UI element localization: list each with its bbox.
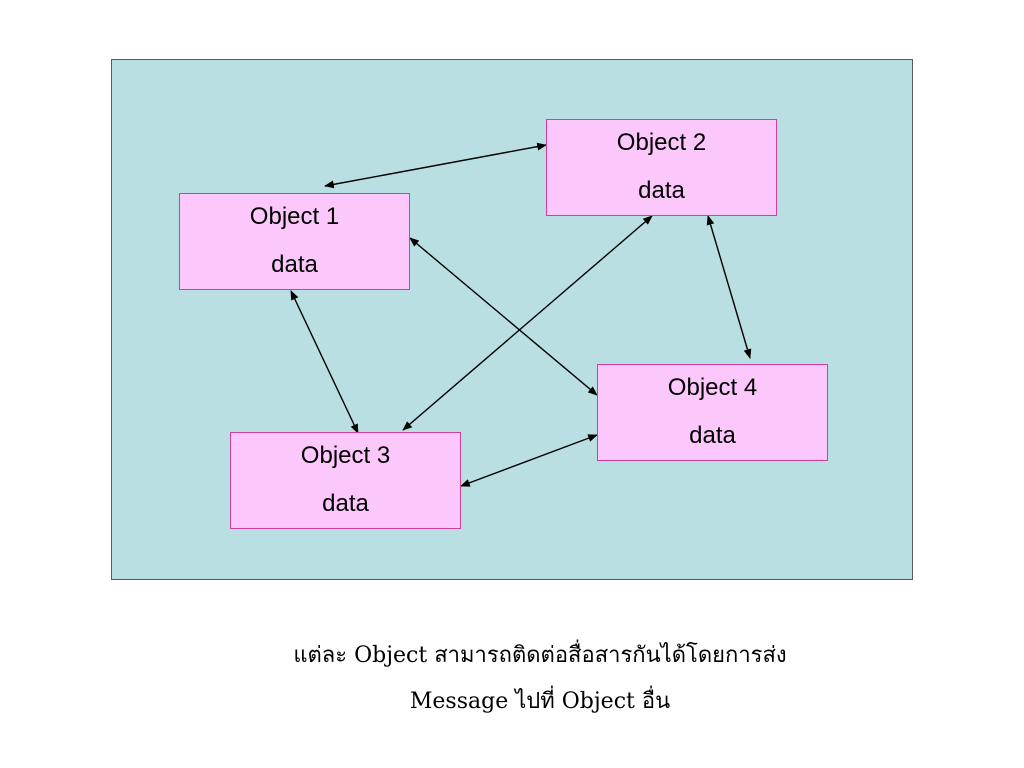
object-1-box: Object 1 data [179, 193, 410, 290]
arrow-obj1-obj4 [409, 237, 598, 396]
object-2-box: Object 2 data [546, 119, 777, 216]
arrow-obj1-obj2 [324, 142, 547, 189]
arrow-obj2-obj3 [402, 215, 653, 431]
arrow-obj2-obj4 [706, 215, 752, 359]
object-2-data: data [638, 177, 685, 204]
object-1-title: Object 1 [249, 203, 340, 230]
object-3-box: Object 3 data [230, 432, 461, 529]
object-4-title: Object 4 [667, 374, 758, 401]
arrow-obj1-obj3 [290, 290, 359, 434]
arrow-obj3-obj4 [460, 434, 598, 487]
caption-line-2: Message ไปที่ Object อื่น [409, 689, 671, 714]
object-1-data: data [271, 251, 318, 278]
object-4-box: Object 4 data [597, 364, 828, 461]
caption-line-1: แต่ละ Object สามารถติดต่อสื่อสารกันได้โด… [293, 643, 787, 668]
object-2-title: Object 2 [616, 129, 707, 156]
object-4-data: data [689, 422, 736, 449]
object-3-title: Object 3 [300, 442, 391, 469]
object-3-data: data [322, 490, 369, 517]
